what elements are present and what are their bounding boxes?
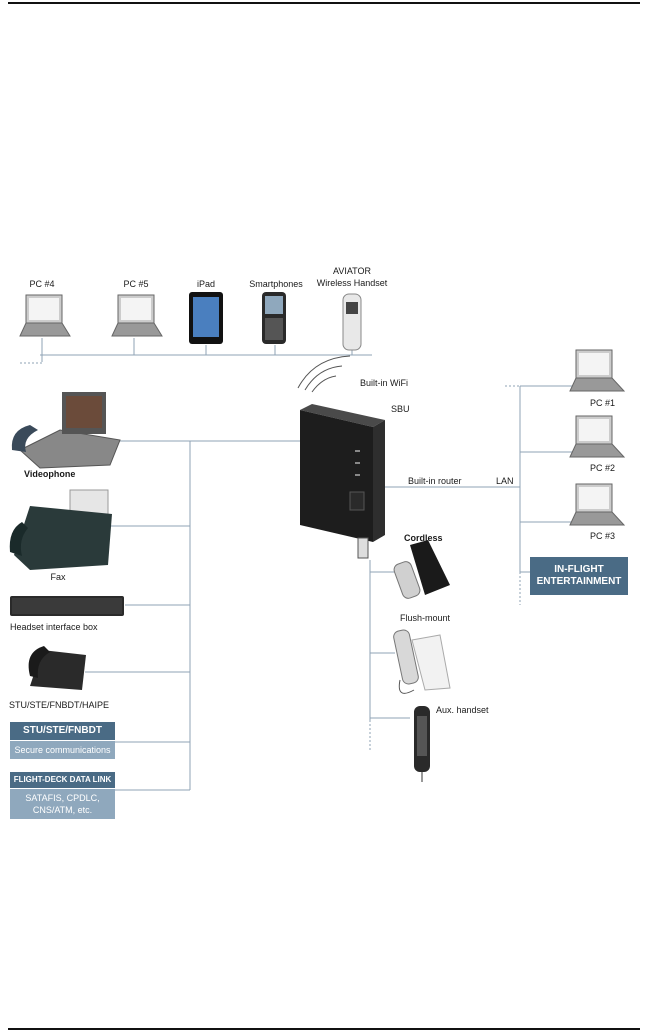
label-aux-handset: Aux. handset: [436, 705, 489, 715]
data-link-title-box: FLIGHT-DECK DATA LINK: [10, 772, 115, 788]
label-ipad: iPad: [196, 279, 216, 289]
label-flush-mount: Flush-mount: [400, 613, 451, 623]
label-videophone: Videophone: [24, 469, 76, 479]
label-pc5: PC #5: [123, 279, 149, 289]
label-built-in-router: Built-in router: [408, 476, 462, 486]
label-wireless-handset: Wireless Handset: [316, 278, 388, 288]
flush-mount-handset-icon: [393, 629, 451, 694]
wireless-handset-icon: [342, 293, 362, 351]
secure-comms-title-box: STU/STE/FNBDT: [10, 722, 115, 740]
smartphone-icon: [262, 292, 286, 344]
label-stu-ste-fnbdt-haipe: STU/STE/FNBDT/HAIPE: [9, 700, 110, 710]
laptop-pc5-icon: [111, 294, 163, 337]
ife-line1: IN-FLIGHT: [554, 564, 604, 575]
sbu-unit-icon: [300, 404, 385, 559]
label-pc1: PC #1: [590, 398, 616, 408]
label-cordless: Cordless: [404, 533, 443, 543]
stu-phone-icon: [28, 646, 86, 690]
data-link-line2: CNS/ATM, etc.: [32, 805, 93, 815]
label-smartphones: Smartphones: [249, 279, 303, 289]
label-fax: Fax: [50, 572, 66, 582]
headset-interface-box-icon: [10, 596, 124, 616]
secure-comms-sub-box: Secure communications: [10, 741, 115, 759]
aux-handset-icon: [414, 706, 430, 782]
top-rule: [8, 2, 640, 4]
label-pc2: PC #2: [590, 463, 616, 473]
laptop-pc4-icon: [19, 294, 71, 337]
label-aviator: AVIATOR: [332, 266, 372, 276]
laptop-pc2-icon: [569, 415, 626, 458]
label-pc4: PC #4: [29, 279, 55, 289]
data-link-sub-box: SATAFIS, CPDLC, CNS/ATM, etc.: [10, 789, 115, 819]
label-pc3: PC #3: [590, 531, 616, 541]
in-flight-entertainment-box: IN-FLIGHT ENTERTAINMENT: [530, 557, 628, 595]
ife-line2: ENTERTAINMENT: [536, 576, 622, 587]
label-sbu: SBU: [391, 404, 410, 414]
bottom-rule: [8, 1028, 640, 1030]
connection-lines: [20, 338, 576, 791]
ipad-icon: [189, 292, 223, 344]
data-link-line1: SATAFIS, CPDLC,: [25, 793, 100, 803]
cordless-handset-icon: [393, 540, 450, 599]
fax-icon: [9, 489, 112, 570]
label-built-in-wifi: Built-in WiFi: [360, 378, 409, 388]
label-lan: LAN: [496, 476, 514, 486]
laptop-pc3-icon: [569, 483, 626, 526]
wifi-icon: [297, 355, 351, 393]
laptop-pc1-icon: [569, 349, 626, 392]
videophone-icon: [11, 392, 121, 469]
label-headset-interface-box: Headset interface box: [10, 622, 98, 632]
